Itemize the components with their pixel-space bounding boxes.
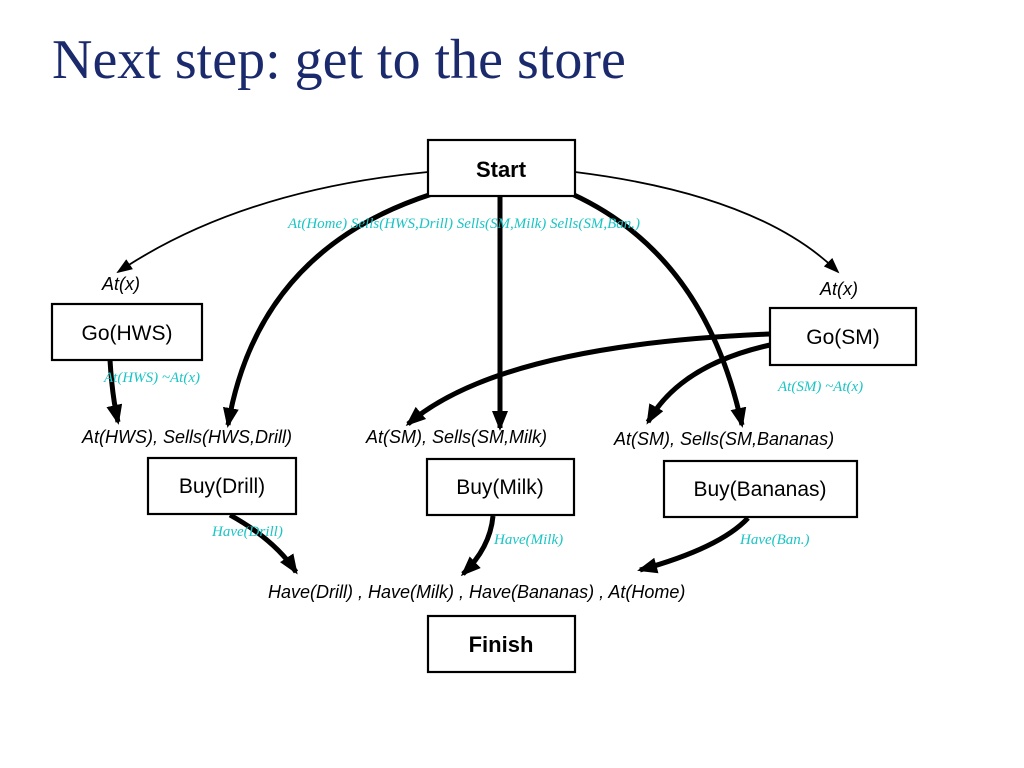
link-go-hws-to-buy-drill [106,359,123,425]
start-label: Start [476,157,527,182]
slide-title: Next step: get to the store [52,29,626,91]
link-buy-bananas-to-finish [637,516,750,574]
finish-precondition: Have(Drill) , Have(Milk) , Have(Bananas)… [268,582,685,602]
link-start-to-go-hws [116,171,429,274]
go-sm-node: Go(SM) [768,306,918,367]
link-buy-milk-to-finish [460,515,496,577]
link-go-sm-to-buy-bananas [645,342,771,425]
go-hws-label: Go(HWS) [82,322,173,345]
go-hws-node: Go(HWS) [50,302,204,362]
go-sm-label: Go(SM) [806,326,880,349]
go-hws-effects-annotation: At(HWS) ~At(x) [103,370,200,386]
link-start-to-buy-bananas [570,191,747,428]
go-hws-precondition: At(x) [101,274,140,294]
finish-node: Finish [426,614,577,674]
link-go-sm-to-buy-milk [405,331,771,426]
start-effects-annotation: At(Home) Sells(HWS,Drill) Sells(SM,Milk)… [287,216,640,232]
start-node: Start [426,138,577,198]
go-sm-effects-annotation: At(SM) ~At(x) [777,379,863,395]
link-start-to-buy-drill [222,191,433,428]
finish-label: Finish [469,632,534,657]
buy-drill-node: Buy(Drill) [146,456,298,516]
link-start-to-go-sm [574,171,840,274]
buy-milk-label: Buy(Milk) [456,476,544,499]
buy-bananas-label: Buy(Bananas) [693,478,826,501]
buy-milk-node: Buy(Milk) [425,457,576,517]
link-buy-drill-to-finish [228,512,299,575]
buy-bananas-precondition: At(SM), Sells(SM,Bananas) [613,429,834,449]
bananas-effect-annotation: Have(Ban.) [739,532,810,548]
buy-drill-label: Buy(Drill) [179,475,265,498]
drill-effect-annotation: Have(Drill) [211,524,283,540]
buy-milk-precondition: At(SM), Sells(SM,Milk) [365,427,547,447]
go-sm-precondition: At(x) [819,279,858,299]
milk-effect-annotation: Have(Milk) [493,532,563,548]
buy-drill-precondition: At(HWS), Sells(HWS,Drill) [81,427,292,447]
buy-bananas-node: Buy(Bananas) [662,459,859,519]
